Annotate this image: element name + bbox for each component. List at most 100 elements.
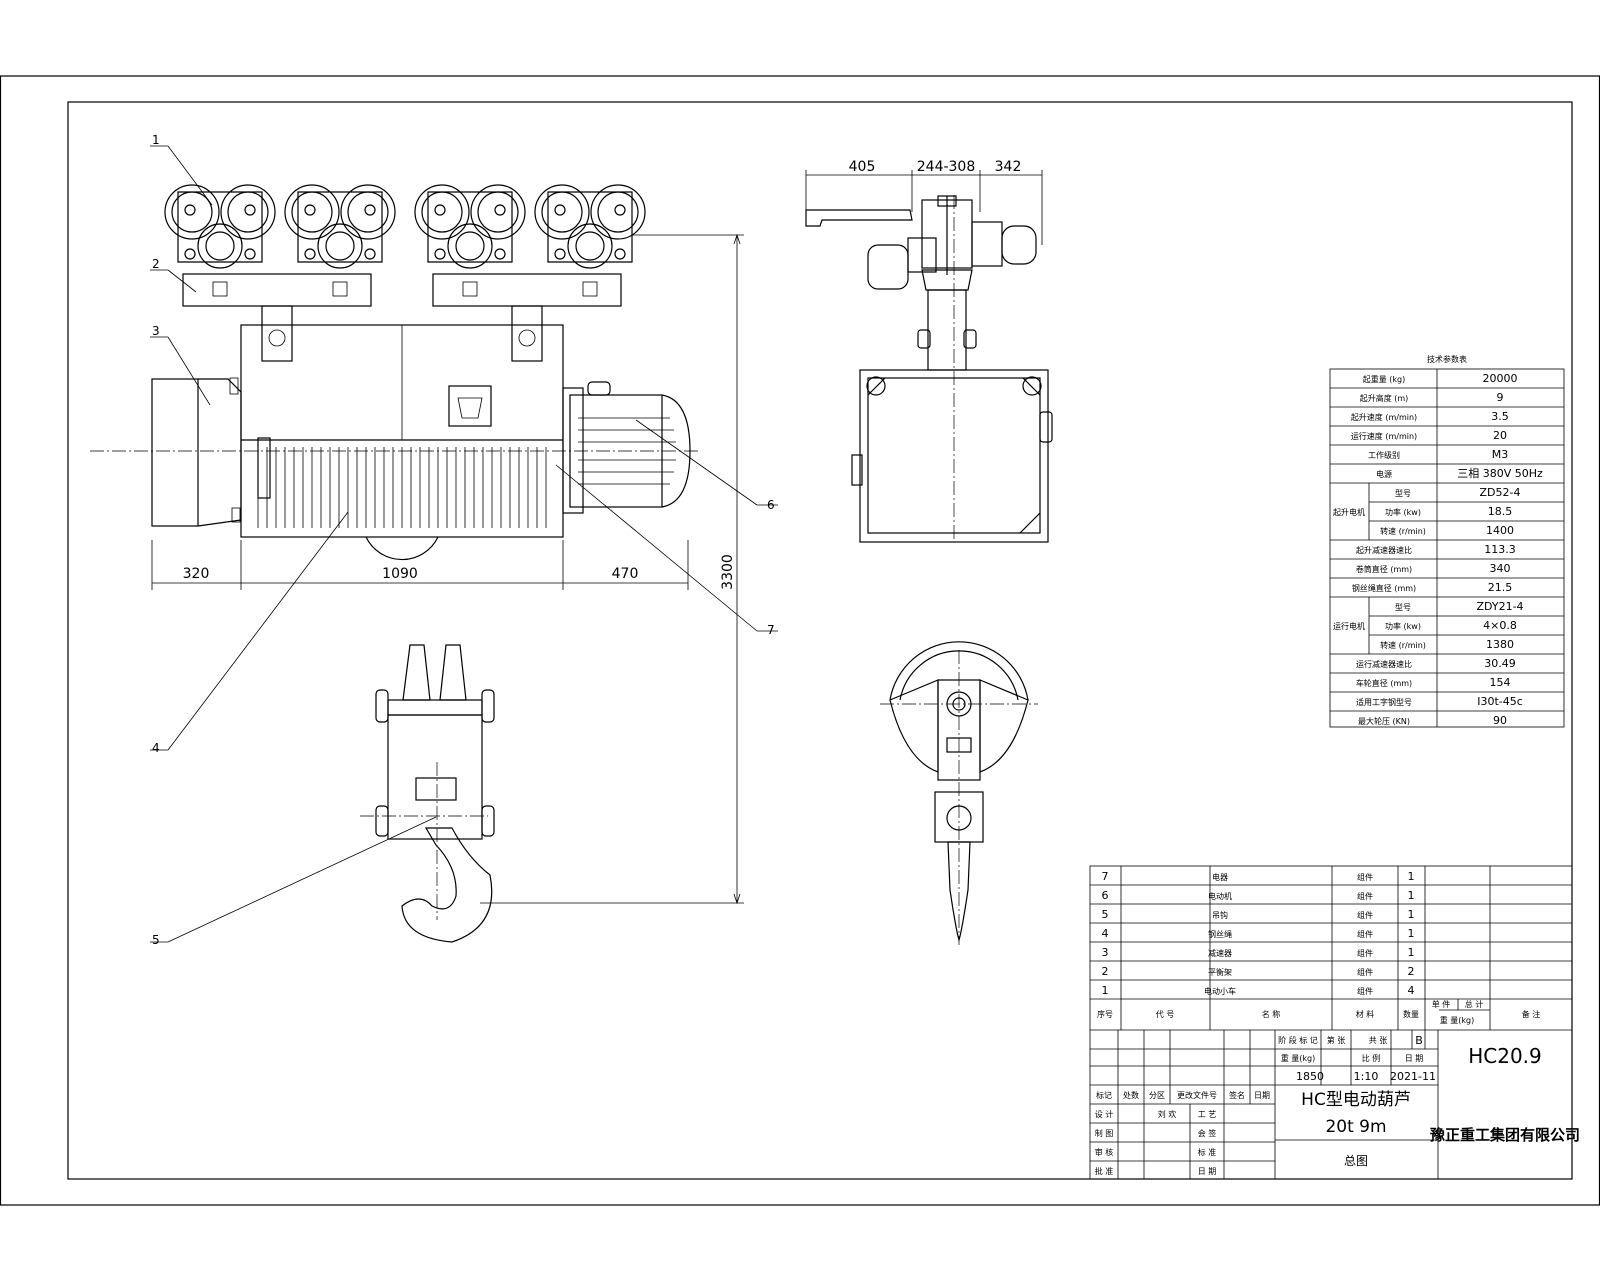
parts-name: 平衡架: [1208, 967, 1232, 977]
dim-motor: 470: [612, 566, 639, 582]
side-view: [805, 170, 1053, 543]
spec-label: 起重量 (kg): [1363, 374, 1406, 384]
spec-label: 型号: [1395, 489, 1411, 498]
tb-title-2: 20t 9m: [1325, 1117, 1386, 1137]
tb-sheet-a: 共 张: [1369, 1036, 1388, 1045]
spec-value: 1380: [1486, 638, 1514, 651]
tb-role2-2: 标 准: [1198, 1147, 1217, 1157]
callout-4: 4: [152, 741, 160, 755]
parts-no: 6: [1102, 889, 1109, 902]
spec-label: 功率 (kw): [1385, 507, 1421, 517]
tb-role-2: 审 核: [1095, 1147, 1114, 1157]
parts-material: 组件: [1357, 872, 1373, 882]
parts-qty: 4: [1408, 984, 1415, 997]
parts-material: 组件: [1357, 948, 1373, 958]
parts-material: 组件: [1357, 910, 1373, 920]
callout-leaders: [150, 145, 778, 943]
spec-value: 20000: [1483, 372, 1518, 385]
parts-no: 5: [1102, 908, 1109, 921]
trolley-3: [414, 184, 526, 269]
tb-role2-3: 日 期: [1198, 1167, 1217, 1176]
tb-rev-h2: 分区: [1149, 1091, 1165, 1100]
parts-name: 电器: [1212, 872, 1228, 882]
spec-label: 转速 (r/min): [1380, 526, 1426, 536]
balance-beam-right: [432, 273, 622, 307]
tb-title-1: HC型电动葫芦: [1301, 1090, 1411, 1110]
tb-rev-h5: 日期: [1254, 1091, 1270, 1100]
tb-stage-label: 阶 段 标 记: [1278, 1035, 1318, 1045]
spec-table-title: 技术参数表: [1427, 354, 1467, 364]
spec-label: 卷筒直径 (mm): [1356, 564, 1412, 574]
spec-value: ZDY21-4: [1476, 600, 1523, 613]
control-box: [448, 385, 492, 427]
trolley-1: [164, 184, 276, 269]
tb-rev-h1: 处数: [1123, 1090, 1139, 1100]
tb-role2-1: 会 签: [1198, 1128, 1217, 1138]
spec-value: 21.5: [1488, 581, 1513, 594]
tb-rev-h3: 更改文件号: [1177, 1090, 1217, 1100]
parts-no: 4: [1102, 927, 1109, 940]
callout-1: 1: [152, 133, 160, 147]
parts-no: 1: [1102, 984, 1109, 997]
spec-table-grid: [1329, 368, 1565, 728]
spec-value: 154: [1490, 676, 1511, 689]
spec-label: 运行速度 (m/min): [1351, 431, 1417, 441]
tb-title-3: 总图: [1344, 1154, 1368, 1168]
tb-role-0: 设 计: [1095, 1109, 1114, 1119]
spec-value: 113.3: [1484, 543, 1516, 556]
spec-label: 起升高度 (m): [1360, 393, 1409, 403]
spec-value: 90: [1493, 714, 1507, 727]
spec-value: 340: [1490, 562, 1511, 575]
parts-name: 电动小车: [1204, 986, 1236, 996]
dim-height: 3300: [720, 554, 736, 590]
parts-name: 电动机: [1208, 891, 1232, 901]
tb-company: 豫正重工集团有限公司: [1430, 1126, 1580, 1144]
callout-5: 5: [152, 933, 160, 947]
spec-label: 转速 (r/min): [1380, 640, 1426, 650]
spec-value: M3: [1492, 448, 1509, 461]
spec-value: 20: [1493, 429, 1507, 442]
tb-scale: 1:10: [1354, 1070, 1379, 1083]
pl-header-single: 单 件: [1432, 999, 1451, 1009]
reducer: [151, 378, 199, 527]
spec-value: I30t-45c: [1477, 695, 1523, 708]
spec-label: 电源: [1376, 469, 1392, 479]
callout-3: 3: [152, 324, 160, 338]
tb-role2-0: 工 艺: [1198, 1110, 1217, 1119]
pl-header-qty: 数量: [1403, 1009, 1419, 1019]
parts-name: 减速器: [1208, 948, 1232, 958]
parts-name: 吊钩: [1212, 910, 1228, 920]
parts-qty: 1: [1408, 889, 1415, 902]
spec-value: 18.5: [1488, 505, 1513, 518]
outer-frame: [0, 75, 1600, 1206]
parts-no: 2: [1102, 965, 1109, 978]
dim-drum: 1090: [382, 566, 418, 582]
tb-scale-label: 比 例: [1362, 1053, 1381, 1063]
parts-material: 组件: [1357, 967, 1373, 977]
dim-left: 320: [183, 566, 210, 582]
spec-value: 3.5: [1491, 410, 1509, 423]
tb-role-1: 制 图: [1095, 1128, 1114, 1138]
spec-value: 30.49: [1484, 657, 1516, 670]
callout-6: 6: [767, 498, 775, 512]
pl-header-code: 代 号: [1156, 1009, 1175, 1019]
tb-role-3: 批 准: [1095, 1166, 1114, 1176]
parts-material: 组件: [1357, 986, 1373, 996]
tb-date-label: 日 期: [1405, 1054, 1424, 1063]
tb-date: 2021-11: [1390, 1070, 1436, 1083]
spec-value: 9: [1497, 391, 1504, 404]
dim-side-b: 244-308: [917, 159, 976, 175]
tb-sheet-b: 第 张: [1327, 1035, 1346, 1045]
tb-rev-h0: 标记: [1096, 1090, 1112, 1100]
parts-qty: 1: [1408, 927, 1415, 940]
dim-side-c: 342: [995, 159, 1022, 175]
parts-qty: 1: [1408, 870, 1415, 883]
tb-mark: B: [1415, 1034, 1423, 1047]
spec-label: 车轮直径 (mm): [1356, 678, 1412, 688]
parts-no: 3: [1102, 946, 1109, 959]
pl-header-total: 总 计: [1465, 999, 1484, 1009]
tb-drawing-no: HC20.9: [1468, 1044, 1542, 1068]
spec-label: 工作级别: [1368, 450, 1400, 460]
spec-label: 钢丝绳直径 (mm): [1352, 583, 1416, 593]
